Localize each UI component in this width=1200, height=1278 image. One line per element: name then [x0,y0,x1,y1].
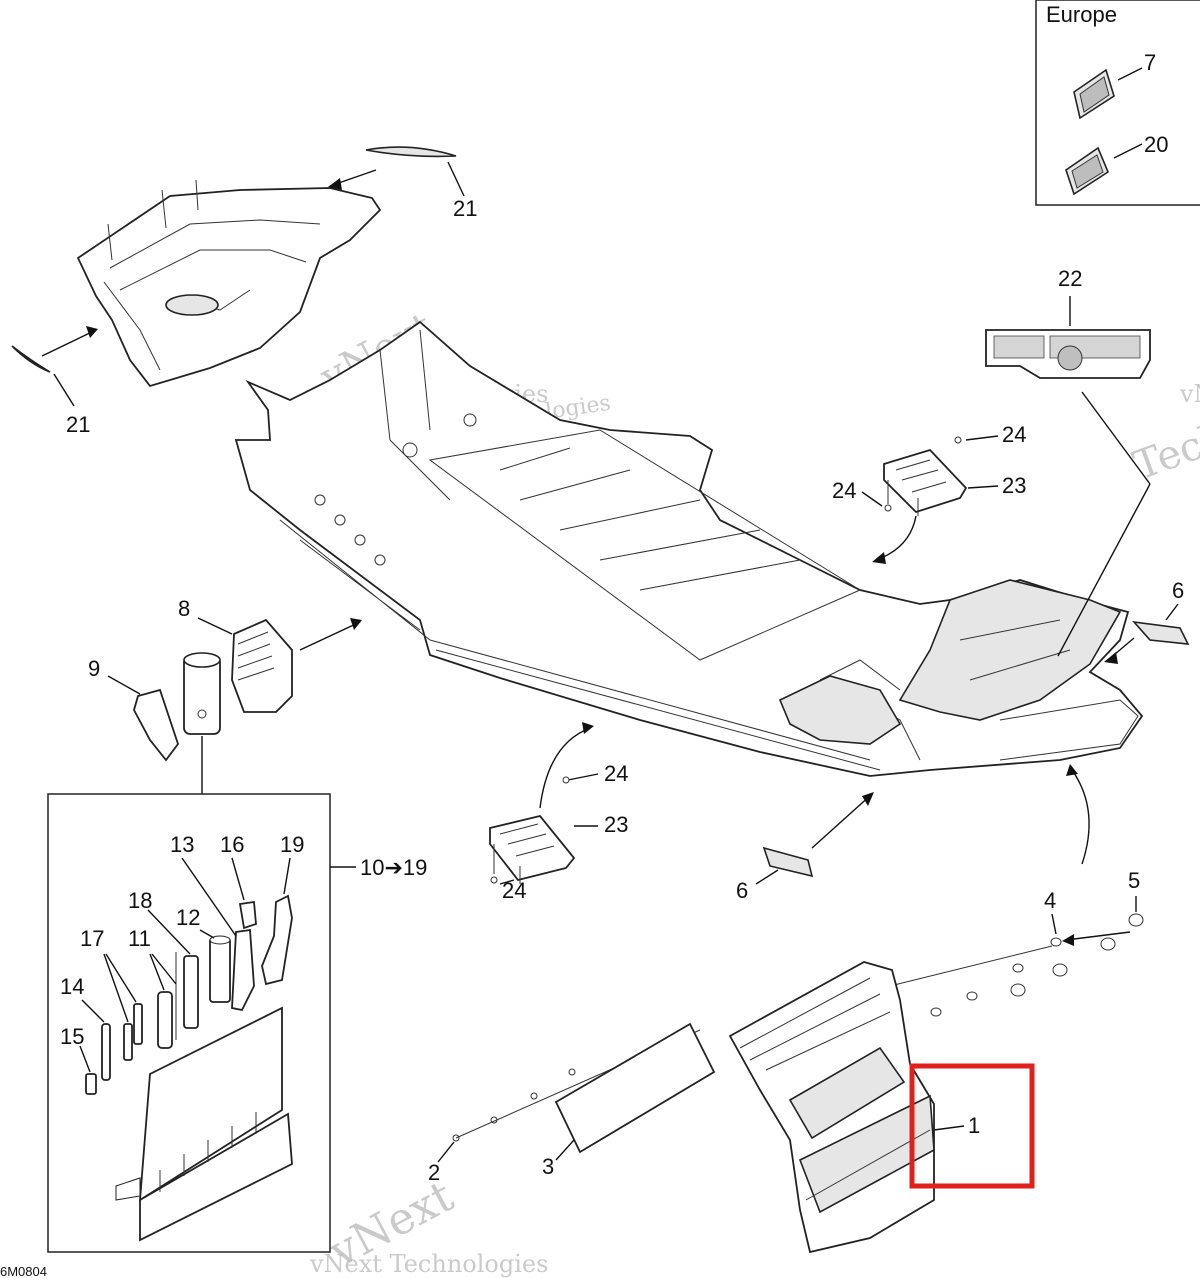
callout-21-top: 21 [453,196,477,221]
tool-16-icon [238,900,257,930]
watermark-text-edge: vNext [1179,380,1200,408]
callout-5: 5 [1128,868,1140,893]
decal-20-icon [1065,146,1109,196]
trim-strip-21-left-icon [11,345,51,373]
callout-13: 13 [170,832,194,857]
callout-24-lower: 24 [502,878,526,903]
tool-14-icon [101,1023,111,1081]
tool-kit-tube-icon [183,652,221,735]
callout-18: 18 [128,888,152,913]
callout-24-upper-left: 24 [832,478,856,503]
wrench-13-icon [231,928,255,1012]
screwdriver-11-icon [157,952,177,1049]
socket-12-icon [209,935,231,1003]
callout-21-left: 21 [66,412,90,437]
diagram-code: 6M0804 [0,1264,47,1278]
trim-6-lower-icon [762,846,814,878]
strap-9-icon [133,688,180,762]
callout-24-upper-right: 24 [1002,422,1026,447]
warning-decal-22 [985,329,1151,379]
driver-18-icon [183,955,199,1029]
callout-19: 19 [280,832,304,857]
console-part-21 [76,179,382,388]
callout-6-right: 6 [1172,578,1184,603]
callout-16: 16 [220,832,244,857]
callout-14: 14 [60,974,84,999]
callout-9: 9 [88,656,100,681]
decal-7-icon [1073,68,1115,120]
fasteners-4-5 [889,913,1144,1017]
tool-roll-icon [115,1006,293,1242]
wrench-19-icon [261,894,293,986]
tool-17-icon [123,1003,143,1061]
cover-part-8 [231,618,293,713]
europe-inset: Europe 7 20 [1035,0,1200,206]
inset-title: Europe [1046,2,1117,27]
callout-15: 15 [60,1024,84,1049]
callout-2: 2 [428,1160,440,1185]
callout-8: 8 [178,596,190,621]
snowflap-part-1 [728,961,935,1254]
toolkit-box: 10➔19 [47,793,427,1253]
trim-6-right-icon [1131,620,1190,645]
callout-11: 11 [128,926,151,951]
callout-24-lower-right: 24 [604,761,628,786]
callout-23-lower: 23 [604,812,628,837]
callout-12: 12 [176,905,200,930]
callout-1: 1 [968,1113,980,1138]
callout-10-19: 10➔19 [360,855,427,880]
callout-23-upper: 23 [1002,473,1026,498]
trim-strip-21-top-icon [365,146,457,158]
callout-20: 20 [1144,132,1168,157]
callout-7: 7 [1144,50,1156,75]
footrest-bracket-23-lower [489,814,576,884]
watermark-text-bottom-line: vNext Technologies [309,1250,548,1278]
callout-17: 17 [80,926,104,951]
callout-22: 22 [1058,266,1082,291]
plate-part-3 [554,1022,716,1154]
chassis-tunnel [234,320,1144,777]
callout-3: 3 [542,1154,554,1179]
callout-4: 4 [1044,888,1056,913]
highlight-box [909,1063,1035,1189]
key-15-icon [85,1073,97,1095]
callout-6-lower: 6 [736,878,748,903]
footrest-bracket-23-upper [883,448,968,516]
